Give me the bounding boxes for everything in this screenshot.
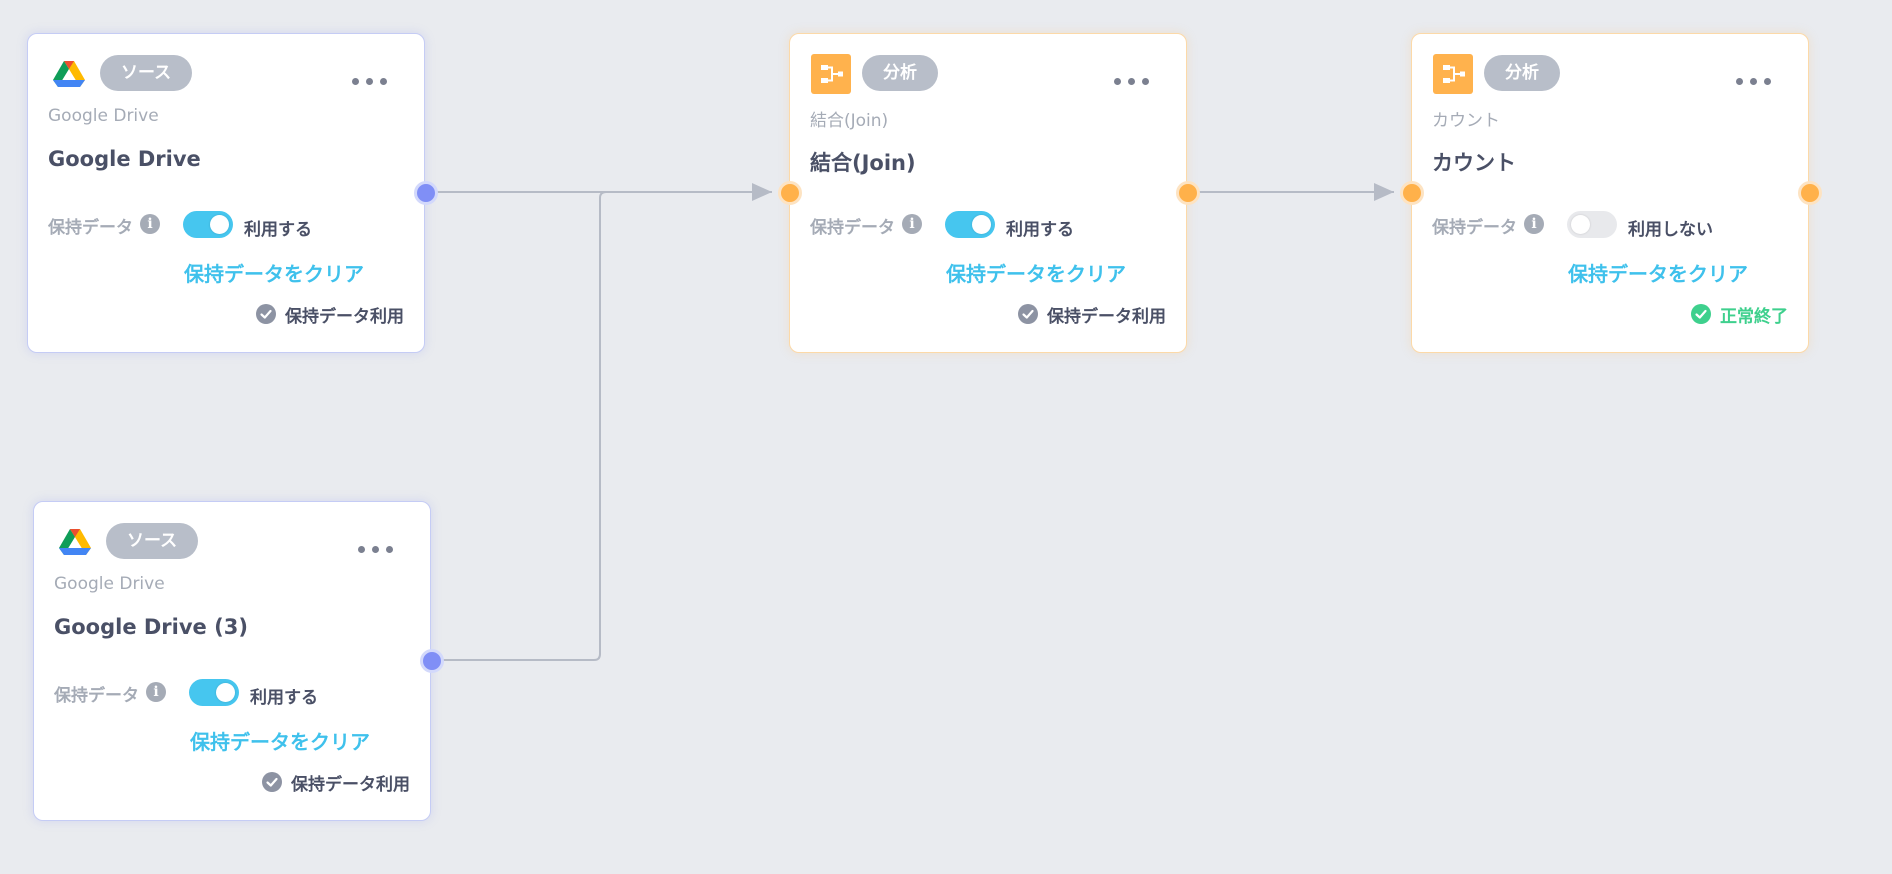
status-text: 保持データ利用 bbox=[1047, 306, 1166, 327]
join-node-icon bbox=[1433, 54, 1473, 94]
clear-retained-data-link[interactable]: 保持データをクリア bbox=[946, 262, 1126, 286]
node-status: 保持データ利用 bbox=[1017, 302, 1166, 327]
toggle-knob bbox=[216, 683, 235, 702]
toggle-knob bbox=[210, 215, 229, 234]
toggle-label: 利用する bbox=[1006, 220, 1074, 240]
node-type-label: カウント bbox=[1432, 111, 1500, 131]
info-icon[interactable]: i bbox=[146, 682, 166, 702]
clear-retained-data-link[interactable]: 保持データをクリア bbox=[190, 730, 370, 754]
node-card-google-drive[interactable]: ソース Google Drive Google Drive 保持データ i 利用… bbox=[27, 33, 438, 353]
check-circle-icon bbox=[255, 303, 277, 325]
google-drive-icon bbox=[55, 522, 95, 562]
more-menu-icon[interactable] bbox=[358, 546, 394, 556]
toggle-knob bbox=[972, 215, 991, 234]
output-port[interactable] bbox=[1798, 181, 1822, 205]
status-text: 保持データ利用 bbox=[291, 774, 410, 795]
edge-arrowhead-count bbox=[1374, 183, 1394, 201]
category-badge: 分析 bbox=[1484, 55, 1560, 91]
retained-data-toggle[interactable] bbox=[1567, 211, 1617, 238]
retained-data-toggle[interactable] bbox=[189, 679, 239, 706]
status-text: 保持データ利用 bbox=[285, 306, 404, 327]
toggle-label: 利用する bbox=[244, 220, 312, 240]
google-drive-icon bbox=[49, 54, 89, 94]
node-card-join[interactable]: 分析 結合(Join) 結合(Join) 保持データ i 利用する 保持データを… bbox=[778, 33, 1200, 353]
check-circle-icon bbox=[261, 771, 283, 793]
retained-data-toggle[interactable] bbox=[183, 211, 233, 238]
input-port[interactable] bbox=[778, 181, 802, 205]
more-menu-icon[interactable] bbox=[352, 78, 388, 88]
retained-data-label: 保持データ bbox=[54, 686, 139, 706]
info-icon[interactable]: i bbox=[140, 214, 160, 234]
status-text: 正常終了 bbox=[1720, 306, 1788, 327]
category-badge: 分析 bbox=[862, 55, 938, 91]
info-icon[interactable]: i bbox=[1524, 214, 1544, 234]
retained-data-label: 保持データ bbox=[1432, 218, 1517, 238]
info-icon[interactable]: i bbox=[902, 214, 922, 234]
node-card-google-drive-3[interactable]: ソース Google Drive Google Drive (3) 保持データ … bbox=[33, 501, 444, 821]
category-badge: ソース bbox=[106, 523, 199, 559]
clear-retained-data-link[interactable]: 保持データをクリア bbox=[1568, 262, 1748, 286]
output-port[interactable] bbox=[414, 181, 438, 205]
retained-data-label: 保持データ bbox=[810, 218, 895, 238]
toggle-knob bbox=[1571, 215, 1590, 234]
node-type-label: Google Drive bbox=[54, 574, 165, 594]
node-title[interactable]: Google Drive (3) bbox=[54, 615, 248, 639]
output-port[interactable] bbox=[420, 649, 444, 673]
check-circle-icon bbox=[1017, 303, 1039, 325]
success-check-icon bbox=[1690, 303, 1712, 325]
node-status: 保持データ利用 bbox=[261, 770, 410, 795]
clear-retained-data-link[interactable]: 保持データをクリア bbox=[184, 262, 364, 286]
node-type-label: 結合(Join) bbox=[810, 111, 889, 131]
node-status: 正常終了 bbox=[1690, 302, 1788, 327]
more-menu-icon[interactable] bbox=[1114, 78, 1150, 88]
node-type-label: Google Drive bbox=[48, 106, 159, 126]
toggle-label: 利用しない bbox=[1628, 220, 1713, 240]
toggle-label: 利用する bbox=[250, 688, 318, 708]
node-card-count[interactable]: 分析 カウント カウント 保持データ i 利用しない 保持データをクリア 正常終… bbox=[1400, 33, 1822, 353]
more-menu-icon[interactable] bbox=[1736, 78, 1772, 88]
category-badge: ソース bbox=[100, 55, 193, 91]
node-title[interactable]: カウント bbox=[1432, 151, 1516, 175]
edge-arrowhead-join bbox=[752, 183, 772, 201]
retained-data-label: 保持データ bbox=[48, 218, 133, 238]
input-port[interactable] bbox=[1400, 181, 1424, 205]
node-title[interactable]: 結合(Join) bbox=[810, 151, 916, 175]
retained-data-toggle[interactable] bbox=[945, 211, 995, 238]
node-status: 保持データ利用 bbox=[255, 302, 404, 327]
join-node-icon bbox=[811, 54, 851, 94]
node-title[interactable]: Google Drive bbox=[48, 147, 201, 171]
output-port[interactable] bbox=[1176, 181, 1200, 205]
edge-gd3-to-join[interactable] bbox=[442, 191, 772, 661]
